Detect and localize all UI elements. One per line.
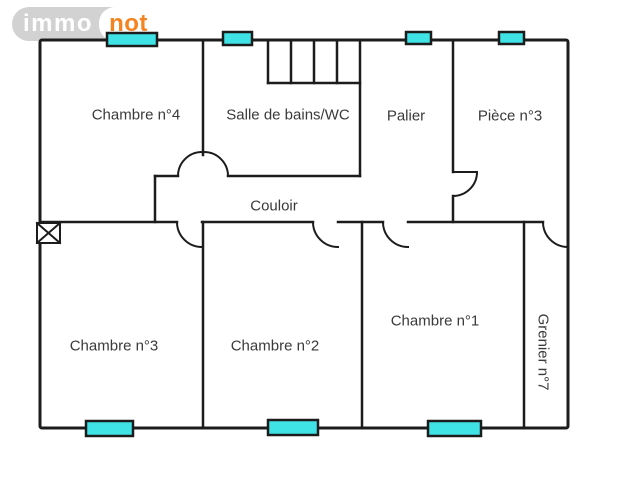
flue-box-cross — [35, 221, 62, 245]
door-arc-piece3 — [451, 171, 479, 198]
room-label-salle-de-bains-wc: Salle de bains/WC — [226, 106, 350, 124]
window-chambre4 — [105, 31, 159, 48]
room-label-chambre-n4: Chambre n°4 — [91, 106, 181, 124]
room-label-chambre-n1: Chambre n°1 — [390, 312, 480, 330]
door-arc-chambre3 — [175, 220, 204, 249]
room-label-palier: Palier — [386, 107, 426, 125]
room-label-grenier-n7: Grenier n°7 — [534, 313, 552, 391]
logo-text-immo: immo — [23, 10, 94, 37]
outer-wall — [38, 38, 570, 430]
door-arc-chambre2 — [311, 220, 340, 249]
room-label-piece-n3: Pièce n°3 — [477, 107, 543, 125]
window-chambre3 — [84, 419, 135, 438]
door-symbols — [175, 150, 570, 249]
door-arc-grenier — [541, 220, 570, 249]
double-door-arc-left — [176, 150, 204, 178]
window-chambre1 — [426, 419, 483, 438]
room-label-chambre-n3: Chambre n°3 — [69, 337, 159, 355]
interior-walls — [38, 38, 545, 430]
room-label-chambre-n2: Chambre n°2 — [230, 337, 320, 355]
window-palier — [404, 30, 433, 46]
room-label-couloir: Couloir — [250, 197, 298, 215]
window-piece3 — [497, 30, 526, 46]
window-chambre2 — [266, 418, 320, 437]
flue-box-icon — [35, 221, 62, 245]
door-arc-chambre1 — [381, 220, 410, 249]
immonot-logo: immo not — [12, 7, 158, 41]
window-symbols — [84, 30, 526, 438]
window-sdb — [221, 30, 254, 47]
double-door-arc-right — [202, 150, 230, 178]
staircase-symbol — [266, 38, 362, 85]
